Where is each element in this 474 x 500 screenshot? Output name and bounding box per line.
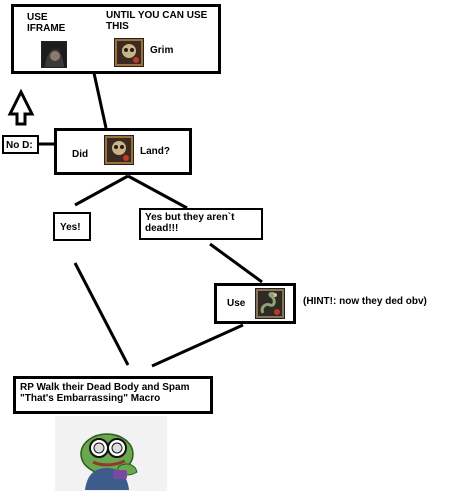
connector-yesbut-to-use	[209, 242, 263, 284]
pepe-with-sunglasses-icon	[55, 416, 167, 491]
did-label: Did	[72, 149, 89, 160]
land-label: Land?	[140, 146, 170, 157]
until-label: UNTIL YOU CAN USE THIS	[106, 10, 208, 32]
connector-question-to-yesbut	[127, 174, 188, 210]
no-label: No D:	[6, 140, 33, 151]
no-box	[2, 135, 39, 154]
hooded-figure-icon	[41, 41, 67, 68]
final-outcome-box	[13, 376, 213, 414]
use-label: Use	[227, 298, 246, 309]
use-iframe-label: USE IFRAME	[27, 12, 66, 34]
grim-skull-ability-icon	[114, 38, 144, 67]
yes-but-box	[139, 208, 263, 240]
yes-but-label: Yes but they aren`t dead!!!	[145, 212, 235, 234]
pepe-meme-image	[55, 416, 167, 491]
grim-label: Grim	[150, 45, 174, 56]
connector-top-to-question	[92, 72, 108, 129]
connector-question-to-yes	[74, 174, 129, 207]
up-arrow-icon	[7, 88, 35, 126]
connector-use-to-final	[151, 323, 244, 368]
hint-text: (HINT!: now they ded obv)	[303, 296, 427, 307]
connector-yes-to-final	[73, 262, 130, 366]
final-label: RP Walk their Dead Body and Spam "That's…	[20, 382, 190, 404]
grim-skull-ability-icon	[104, 135, 134, 165]
yes-label: Yes!	[60, 222, 81, 233]
serpent-ability-icon	[255, 288, 285, 319]
yes-box	[53, 212, 91, 241]
